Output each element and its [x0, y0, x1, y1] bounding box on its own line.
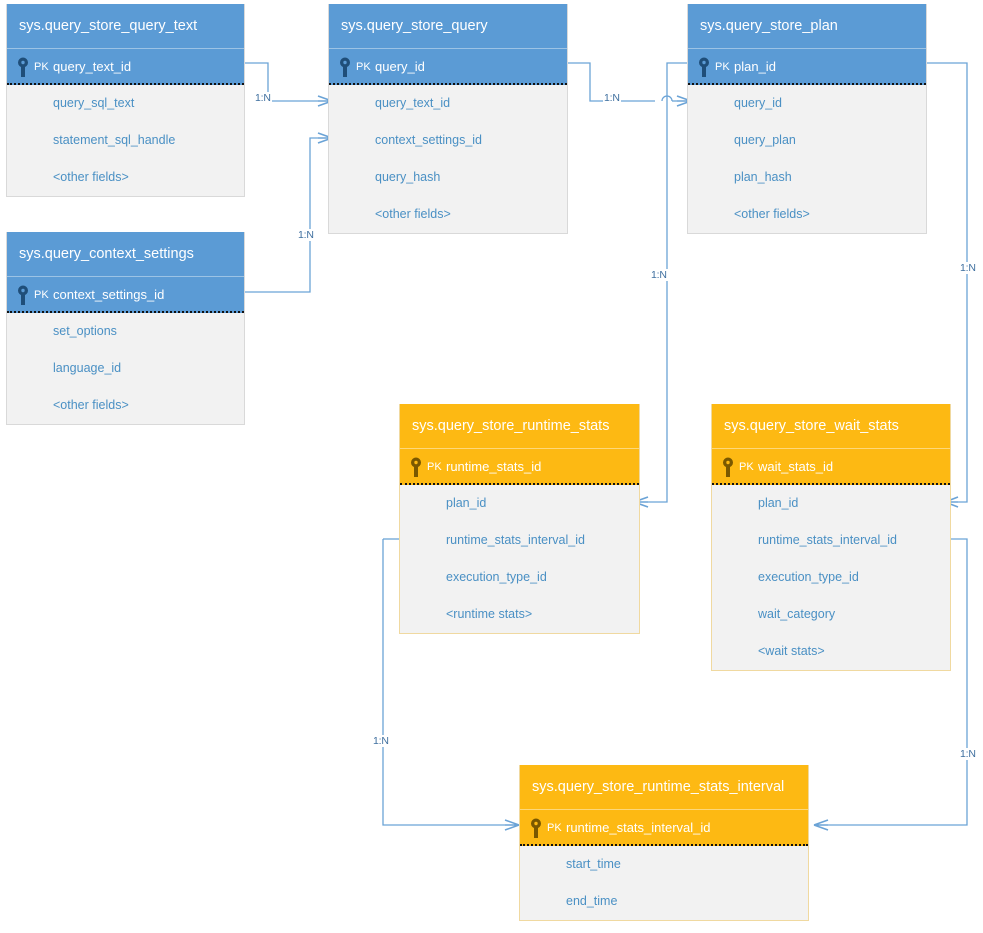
entity-title: sys.query_store_query — [329, 4, 567, 49]
entity-field: <other fields> — [734, 207, 810, 221]
key-icon — [723, 457, 733, 477]
pk-field-name: runtime_stats_id — [446, 459, 542, 474]
entity-field: set_options — [53, 324, 117, 338]
entity-field: query_sql_text — [53, 96, 135, 110]
entity-query-store-runtime-stats[interactable]: sys.query_store_runtime_stats PK runtime… — [399, 404, 640, 634]
pk-field-name: context_settings_id — [53, 287, 165, 302]
cardinality-label: 1:N — [372, 735, 390, 747]
entity-field: plan_hash — [734, 170, 792, 184]
pk-label: PK — [739, 461, 754, 473]
entity-query-store-runtime-stats-interval[interactable]: sys.query_store_runtime_stats_interval P… — [519, 765, 809, 921]
pk-label: PK — [547, 822, 562, 834]
pk-field-name: plan_id — [734, 59, 776, 74]
entity-field: query_hash — [375, 170, 441, 184]
entity-field: end_time — [566, 894, 618, 908]
entity-field: language_id — [53, 361, 122, 375]
entity-field: <other fields> — [53, 170, 129, 184]
entity-field: execution_type_id — [446, 570, 547, 584]
entity-fields: set_options language_id <other fields> — [7, 313, 244, 424]
key-icon — [18, 57, 28, 77]
entity-field: start_time — [566, 857, 621, 871]
cardinality-label: 1:N — [959, 262, 977, 274]
entity-title: sys.query_context_settings — [7, 232, 244, 277]
entity-query-store-plan[interactable]: sys.query_store_plan PK plan_id query_id… — [687, 4, 927, 234]
entity-query-store-query-text[interactable]: sys.query_store_query_text PK query_text… — [6, 4, 245, 197]
entity-field: plan_id — [446, 496, 487, 510]
entity-field: wait_category — [758, 607, 836, 621]
entity-field: query_plan — [734, 133, 796, 147]
key-icon — [699, 57, 709, 77]
entity-primary-key-row[interactable]: PK runtime_stats_interval_id — [520, 810, 808, 846]
pk-label: PK — [715, 61, 730, 73]
entity-field: statement_sql_handle — [53, 133, 176, 147]
entity-title: sys.query_store_query_text — [7, 4, 244, 49]
entity-field: <other fields> — [53, 398, 129, 412]
entity-primary-key-row[interactable]: PK wait_stats_id — [712, 449, 950, 485]
entity-primary-key-row[interactable]: PK plan_id — [688, 49, 926, 85]
pk-label: PK — [356, 61, 371, 73]
entity-title: sys.query_store_plan — [688, 4, 926, 49]
cardinality-label: 1:N — [650, 269, 668, 281]
entity-primary-key-row[interactable]: PK runtime_stats_id — [400, 449, 639, 485]
key-icon — [411, 457, 421, 477]
entity-field: runtime_stats_interval_id — [446, 533, 585, 547]
cardinality-label: 1:N — [959, 748, 977, 760]
pk-field-name: query_id — [375, 59, 425, 74]
cardinality-label: 1:N — [297, 229, 315, 241]
entity-query-store-query[interactable]: sys.query_store_query PK query_id query_… — [328, 4, 568, 234]
entity-title: sys.query_store_runtime_stats_interval — [520, 765, 808, 810]
cardinality-label: 1:N — [254, 92, 272, 104]
pk-field-name: runtime_stats_interval_id — [566, 820, 711, 835]
entity-fields: query_text_id context_settings_id query_… — [329, 85, 567, 233]
key-icon — [531, 818, 541, 838]
entity-field: plan_id — [758, 496, 799, 510]
pk-label: PK — [34, 289, 49, 301]
entity-fields: query_sql_text statement_sql_handle <oth… — [7, 85, 244, 196]
entity-field: <runtime stats> — [446, 607, 533, 621]
pk-field-name: query_text_id — [53, 59, 132, 74]
entity-query-store-wait-stats[interactable]: sys.query_store_wait_stats PK wait_stats… — [711, 404, 951, 671]
cardinality-label: 1:N — [603, 92, 621, 104]
entity-primary-key-row[interactable]: PK context_settings_id — [7, 277, 244, 313]
entity-fields: plan_id runtime_stats_interval_id execut… — [400, 485, 639, 633]
entity-field: query_id — [734, 96, 782, 110]
entity-field: query_text_id — [375, 96, 451, 110]
pk-label: PK — [34, 61, 49, 73]
entity-field: context_settings_id — [375, 133, 483, 147]
pk-field-name: wait_stats_id — [758, 459, 834, 474]
entity-field: execution_type_id — [758, 570, 859, 584]
entity-primary-key-row[interactable]: PK query_id — [329, 49, 567, 85]
entity-query-context-settings[interactable]: sys.query_context_settings PK context_se… — [6, 232, 245, 425]
entity-title: sys.query_store_wait_stats — [712, 404, 950, 449]
entity-field: <wait stats> — [758, 644, 825, 658]
entity-fields: plan_id runtime_stats_interval_id execut… — [712, 485, 950, 670]
entity-field: runtime_stats_interval_id — [758, 533, 897, 547]
entity-primary-key-row[interactable]: PK query_text_id — [7, 49, 244, 85]
entity-fields: query_id query_plan plan_hash <other fie… — [688, 85, 926, 233]
key-icon — [340, 57, 350, 77]
entity-field: <other fields> — [375, 207, 451, 221]
entity-fields: start_time end_time — [520, 846, 808, 920]
pk-label: PK — [427, 461, 442, 473]
entity-title: sys.query_store_runtime_stats — [400, 404, 639, 449]
key-icon — [18, 285, 28, 305]
